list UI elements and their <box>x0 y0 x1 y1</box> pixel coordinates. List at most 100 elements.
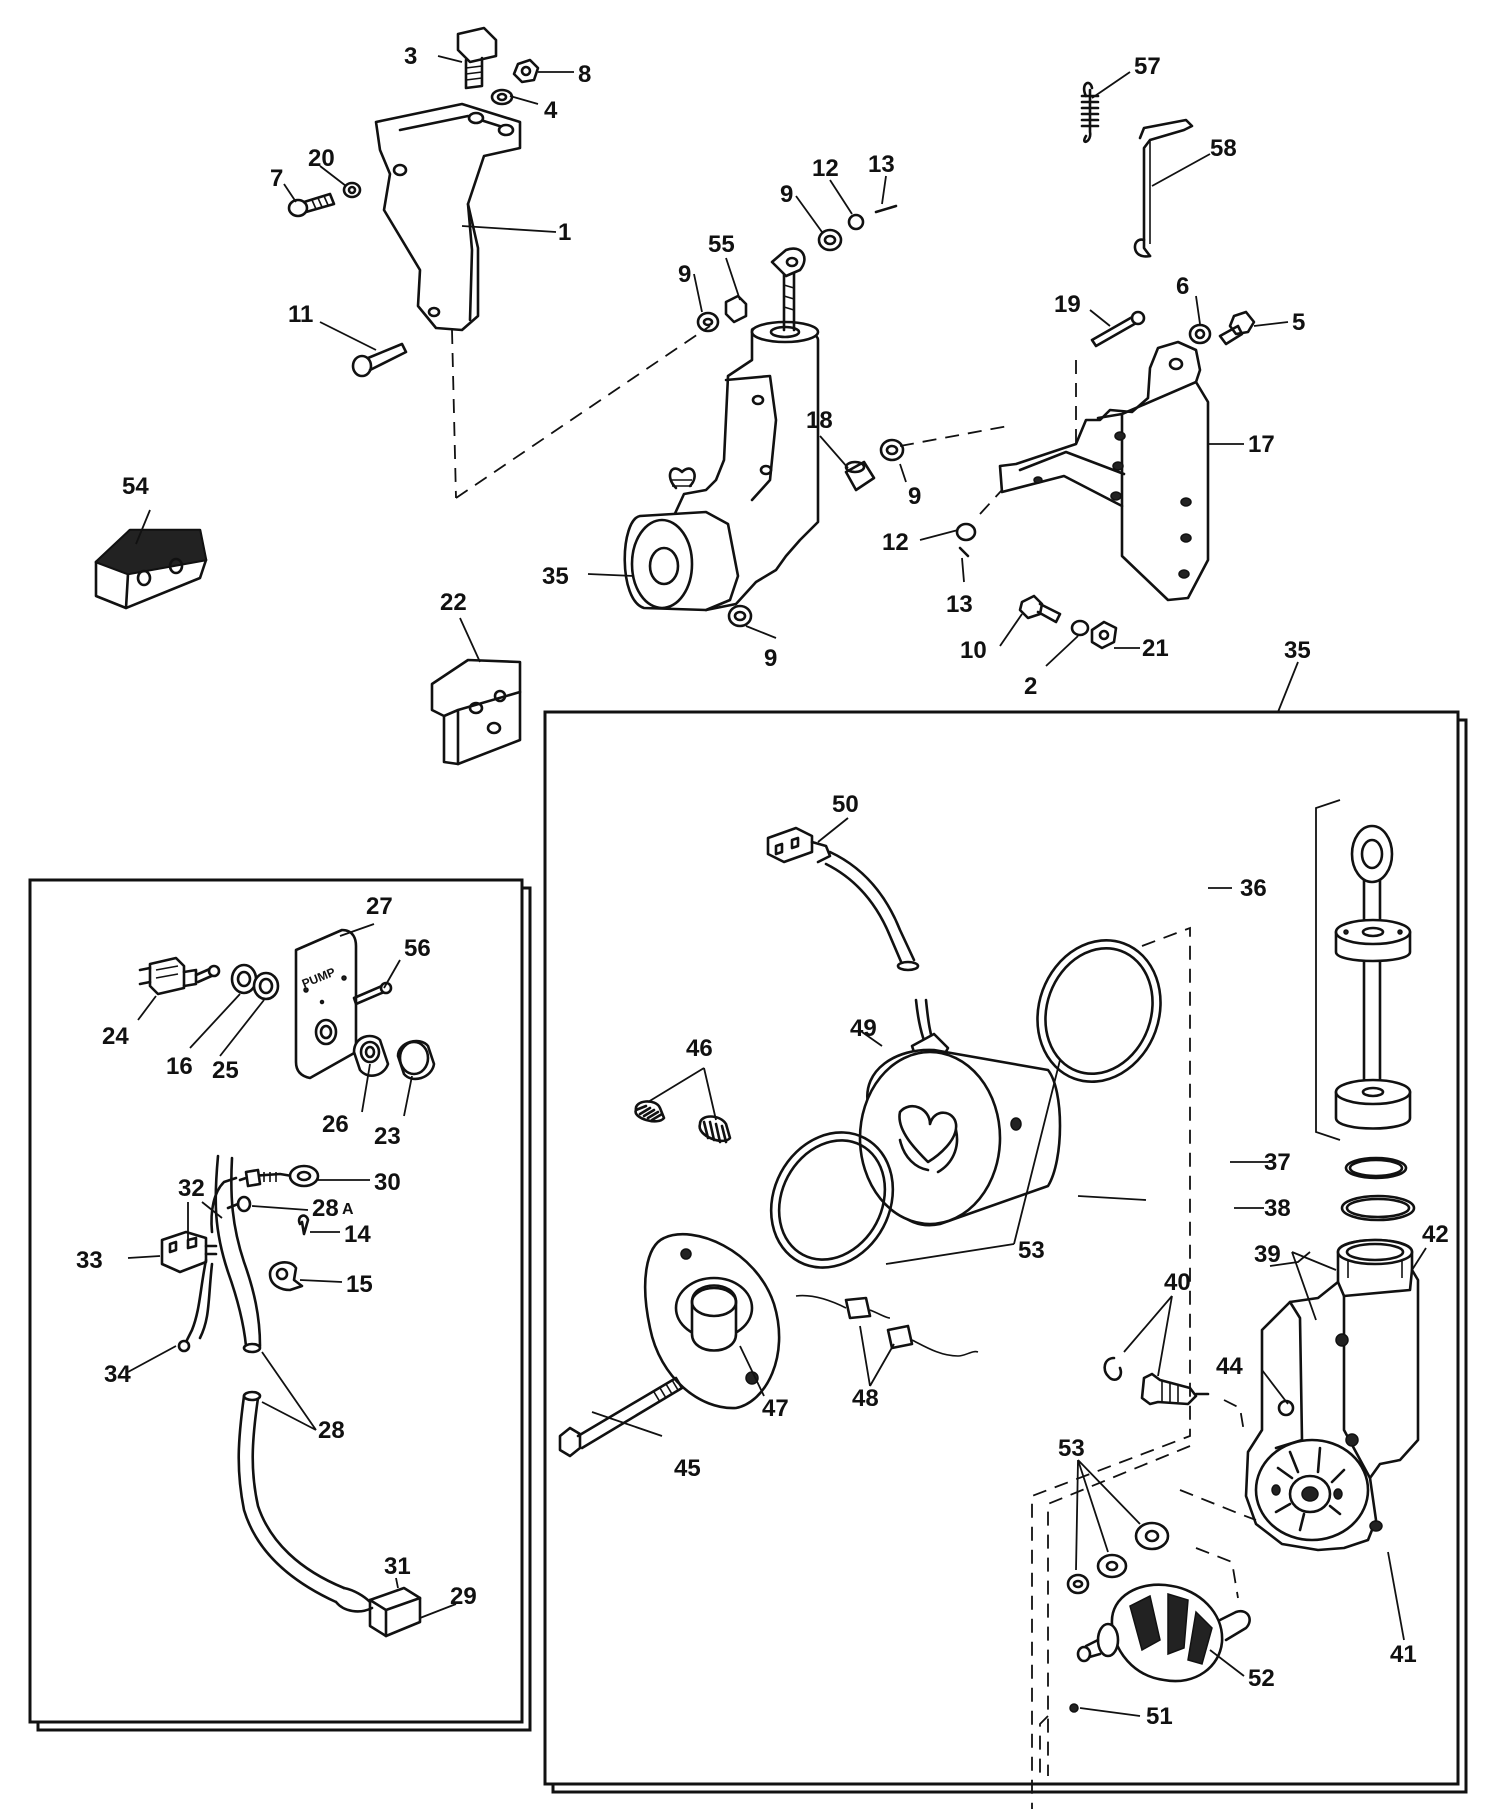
part-23-knob <box>396 1039 436 1081</box>
callout-13-b: 13 <box>946 591 973 618</box>
part-5-screw <box>1218 310 1256 346</box>
callout-34: 34 <box>104 1361 131 1388</box>
callout-47: 47 <box>762 1395 789 1422</box>
part-1-bracket <box>374 102 522 332</box>
part-40-check-valve <box>1103 1356 1210 1406</box>
part-54-anode-block <box>94 528 208 610</box>
callout-4: 4 <box>544 97 558 124</box>
part-45-through-bolt <box>558 1376 684 1458</box>
callout-24: 24 <box>102 1023 129 1050</box>
callout-56: 56 <box>404 935 431 962</box>
part-30-ring-terminal <box>238 1164 320 1188</box>
part-51-ball <box>1069 1703 1079 1713</box>
part-34-ring-terminal <box>177 1339 191 1353</box>
part-27-switch-plate: PUMP <box>294 928 358 1080</box>
part-9-washer-a <box>696 311 720 333</box>
part-8-nut <box>512 58 540 84</box>
part-22-pad-block <box>430 658 522 766</box>
part-57-spring <box>1080 81 1100 144</box>
callout-9-c: 9 <box>908 483 921 510</box>
callout-40: 40 <box>1164 1269 1191 1296</box>
callout-9-a: 9 <box>678 261 691 288</box>
callout-15: 15 <box>346 1271 373 1298</box>
part-25-washer <box>252 971 280 1001</box>
part-31-lead-end <box>334 1586 374 1613</box>
callout-23: 23 <box>374 1123 401 1150</box>
part-50-plug-connector <box>766 826 832 864</box>
callout-16: 16 <box>166 1053 193 1080</box>
part-10-screw <box>1018 594 1062 624</box>
part-28a-fuse <box>226 1195 252 1213</box>
callout-26: 26 <box>322 1111 349 1138</box>
part-58-rod <box>1133 118 1194 258</box>
part-33-connector <box>160 1230 218 1274</box>
callout-18: 18 <box>806 407 833 434</box>
part-53-thrust-washers <box>1066 1521 1170 1595</box>
part-20-lockwasher <box>342 181 362 199</box>
part-52-armature <box>1076 1583 1251 1683</box>
callout-13-a: 13 <box>868 151 895 178</box>
callout-54: 54 <box>122 473 149 500</box>
part-26-nut <box>352 1034 390 1077</box>
part-15-clamp <box>268 1261 304 1292</box>
callout-11: 11 <box>288 301 313 328</box>
part-28-wire-harness <box>214 1154 346 1604</box>
callout-29: 29 <box>450 1583 477 1610</box>
callout-27: 27 <box>366 893 393 920</box>
part-47-end-cap <box>643 1233 781 1410</box>
part-32-lead-wires <box>184 1176 238 1344</box>
part-49-motor-frame <box>824 850 1062 1227</box>
part-56-screw <box>352 981 393 1006</box>
part-24-toggle-switch <box>138 956 221 996</box>
callout-17: 17 <box>1248 431 1275 458</box>
callout-20: 20 <box>308 145 335 172</box>
callout-25: 25 <box>212 1057 239 1084</box>
part-37-oring <box>1344 1156 1408 1180</box>
callout-28: 28 <box>318 1417 345 1444</box>
part-53-gasket-small <box>769 1131 895 1269</box>
part-9-washer-c <box>879 438 905 462</box>
callout-12-b: 12 <box>882 529 909 556</box>
callout-57: 57 <box>1134 53 1161 80</box>
callout-53-b: 53 <box>1058 1435 1085 1462</box>
callout-2: 2 <box>1024 673 1037 700</box>
part-35-trim-motor-assembly <box>623 247 820 612</box>
callout-38: 38 <box>1264 1195 1291 1222</box>
callout-55: 55 <box>708 231 735 258</box>
callout-14: 14 <box>344 1221 371 1248</box>
part-46-brush-spring-a <box>634 1100 666 1123</box>
part-18-bushing <box>844 460 876 492</box>
callout-44: 44 <box>1216 1353 1243 1380</box>
callout-8: 8 <box>578 61 591 88</box>
part-13-cotter-b <box>958 546 970 558</box>
callout-58: 58 <box>1210 135 1237 162</box>
callout-52: 52 <box>1248 1665 1275 1692</box>
part-9-washer-d <box>727 604 753 628</box>
part-17-mounting-bracket <box>998 340 1210 602</box>
part-29-connector <box>368 1586 422 1638</box>
part-14-screw <box>297 1214 310 1236</box>
callout-51: 51 <box>1146 1703 1173 1730</box>
part-6-washer <box>1188 323 1212 345</box>
callout-46: 46 <box>686 1035 713 1062</box>
callout-49: 49 <box>850 1015 877 1042</box>
callout-31: 31 <box>384 1553 411 1580</box>
motor-detail-inset-frame <box>543 710 1468 1794</box>
leader-lines <box>127 55 1427 1717</box>
callout-21: 21 <box>1142 635 1169 662</box>
part-9-washer-b <box>817 228 843 252</box>
callout-30: 30 <box>374 1169 401 1196</box>
part-39-pump-housing <box>1244 1238 1420 1552</box>
part-53-gasket-large <box>1036 938 1162 1084</box>
callout-12-a: 12 <box>812 155 839 182</box>
callout-42: 42 <box>1422 1221 1449 1248</box>
callout-35-inset: 35 <box>1284 637 1311 664</box>
callout-7: 7 <box>270 165 283 192</box>
part-3-bolt <box>456 26 498 90</box>
part-13-cotter-a <box>874 204 898 214</box>
part-21-nut <box>1090 620 1118 650</box>
callout-45: 45 <box>674 1455 701 1482</box>
callout-1: 1 <box>558 219 571 246</box>
callout-32: 32 <box>178 1175 205 1202</box>
